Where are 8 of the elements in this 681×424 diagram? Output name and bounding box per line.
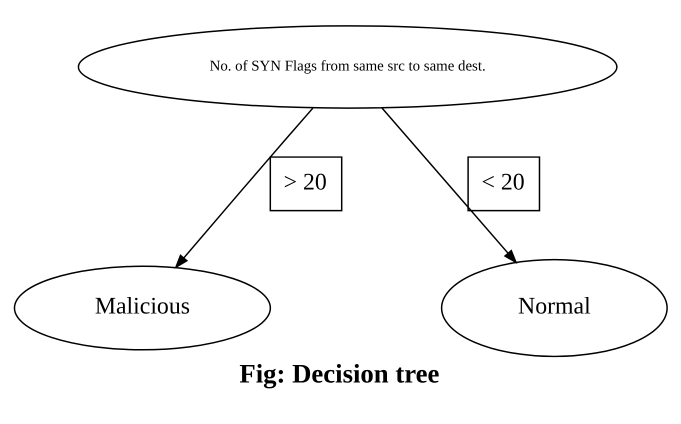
edge-label: > 20 [284, 169, 327, 196]
node-ellipse: Normal [440, 258, 668, 358]
caption: Fig: Decision tree [239, 358, 440, 388]
arrow [174, 108, 314, 269]
edge-label: < 20 [481, 169, 525, 196]
arrow [381, 107, 518, 264]
node-ellipse: Malicious [14, 266, 272, 351]
node-ellipse: No. of SYN Flags from same src to same dest. [78, 25, 618, 109]
